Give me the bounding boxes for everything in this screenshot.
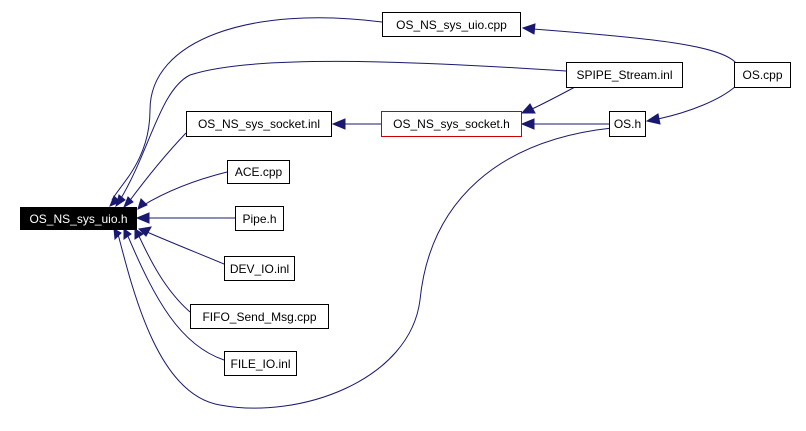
arrowhead: [113, 228, 122, 241]
edge-socket-inl-to-uio-h: [127, 132, 187, 204]
arrowhead: [123, 228, 132, 240]
edge-spipe-to-uio-h: [119, 60, 567, 201]
node-os-ns-sys-socket-h[interactable]: OS_NS_sys_socket.h: [381, 111, 522, 137]
arrowhead: [137, 198, 148, 210]
edge-os-h-to-uio-h: [117, 127, 613, 409]
arrowhead: [521, 23, 536, 35]
edge-dev-io-to-uio-h: [146, 231, 225, 265]
node-pipe-h[interactable]: Pipe.h: [235, 206, 284, 231]
arrowhead: [109, 195, 121, 207]
arrowhead: [134, 228, 144, 240]
arrowhead: [123, 196, 134, 209]
edge-spipe-to-socket-h: [531, 86, 576, 110]
edge-ace-to-uio-h: [141, 171, 228, 207]
edge-os-cpp-to-uio-cpp: [532, 28, 737, 64]
node-ace-cpp[interactable]: ACE.cpp: [227, 160, 290, 184]
arrowhead: [137, 226, 152, 237]
node-dev-io-inl[interactable]: DEV_IO.inl: [224, 256, 295, 281]
node-os-cpp[interactable]: OS.cpp: [734, 62, 791, 88]
arrowhead: [520, 118, 535, 130]
edge-fifo-to-uio-h: [137, 233, 191, 313]
arrowhead: [135, 212, 150, 224]
edge-file-io-to-uio-h: [126, 233, 225, 361]
arrowhead: [520, 103, 536, 114]
node-fifo-send-msg-cpp[interactable]: FIFO_Send_Msg.cpp: [190, 304, 329, 329]
node-os-ns-sys-uio-h[interactable]: OS_NS_sys_uio.h: [20, 207, 137, 230]
node-spipe-stream-inl[interactable]: SPIPE_Stream.inl: [566, 62, 683, 88]
arrowhead: [115, 194, 126, 208]
node-file-io-inl[interactable]: FILE_IO.inl: [224, 351, 297, 376]
edge-uio-cpp-to-uio-h: [111, 17, 383, 201]
edge-os-cpp-to-os-h: [657, 85, 737, 120]
arrowhead: [331, 118, 346, 130]
arrowhead: [645, 113, 661, 125]
node-os-ns-sys-uio-cpp[interactable]: OS_NS_sys_uio.cpp: [382, 12, 521, 37]
node-os-h[interactable]: OS.h: [609, 111, 646, 137]
node-os-ns-sys-socket-inl[interactable]: OS_NS_sys_socket.inl: [186, 111, 332, 137]
